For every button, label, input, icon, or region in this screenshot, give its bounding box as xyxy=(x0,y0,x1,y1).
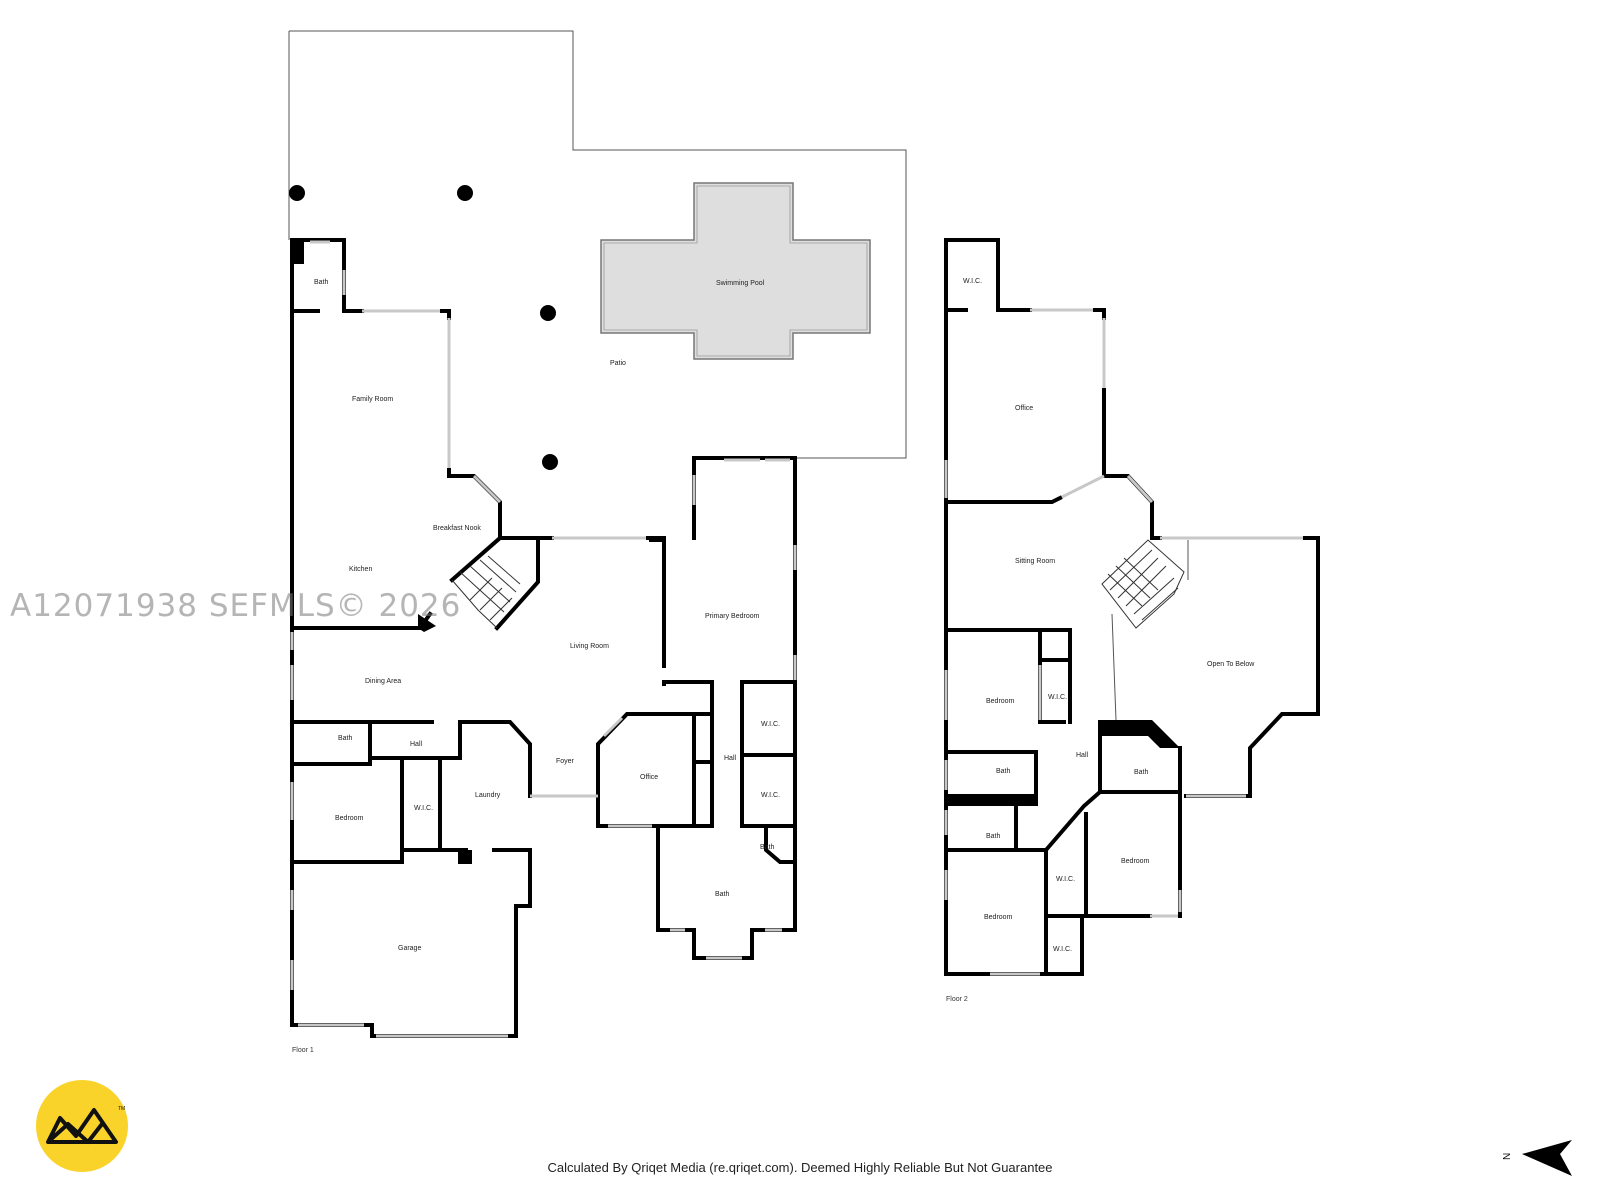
label-wic-left-2: W.I.C. xyxy=(1048,694,1067,701)
label-wic-upper: W.I.C. xyxy=(761,721,780,728)
label-hall-left: Hall xyxy=(410,741,423,748)
label-wic-bottom: W.I.C. xyxy=(1053,946,1072,953)
column-2 xyxy=(457,185,473,201)
label-bath-patio: Bath xyxy=(314,279,329,286)
label-dining-area: Dining Area xyxy=(365,678,401,685)
label-bath-lower: Bath xyxy=(986,833,1001,840)
swimming-pool xyxy=(600,182,871,360)
label-bath-right: Bath xyxy=(1134,769,1149,776)
label-wic-mid: W.I.C. xyxy=(1056,876,1075,883)
label-garage: Garage xyxy=(398,945,421,952)
label-primary-bedroom: Primary Bedroom xyxy=(705,613,760,620)
label-wic-lower: W.I.C. xyxy=(761,792,780,799)
label-kitchen: Kitchen xyxy=(349,566,372,573)
label-laundry: Laundry xyxy=(475,792,501,799)
label-foyer: Foyer xyxy=(556,758,575,765)
label-living-room: Living Room xyxy=(570,643,609,650)
label-wic-top: W.I.C. xyxy=(963,278,982,285)
label-office: Office xyxy=(640,774,658,781)
label-bath-hall: Bath xyxy=(338,735,353,742)
column-3 xyxy=(540,305,556,321)
north-arrow-icon: N xyxy=(1502,1140,1572,1176)
label-hall-right: Hall xyxy=(724,755,737,762)
label-wic-left: W.I.C. xyxy=(414,805,433,812)
label-bedroom-left: Bedroom xyxy=(986,698,1015,705)
label-bath-upper: Bath xyxy=(996,768,1011,775)
footer-credit: Calculated By Qriqet Media (re.qriqet.co… xyxy=(547,1160,1053,1175)
label-bath-small: Bath xyxy=(760,844,775,851)
label-swimming-pool: Swimming Pool xyxy=(716,280,765,287)
label-breakfast-nook: Breakfast Nook xyxy=(433,525,481,532)
label-open-to-below: Open To Below xyxy=(1207,661,1255,668)
label-bath-primary: Bath xyxy=(715,891,730,898)
floor-1: Patio Swimming Pool Bath Family Room Bre… xyxy=(288,30,907,1054)
label-office-2: Office xyxy=(1015,405,1033,412)
column-4 xyxy=(542,454,558,470)
label-hall-2: Hall xyxy=(1076,752,1089,759)
label-bedroom-bottom: Bedroom xyxy=(984,914,1013,921)
label-bedroom: Bedroom xyxy=(335,815,364,822)
logo-tm: TM xyxy=(118,1106,125,1112)
label-sitting-room: Sitting Room xyxy=(1015,558,1055,565)
floor-1-label: Floor 1 xyxy=(292,1047,314,1054)
mls-watermark: A12071938 SEFMLS© 2026 xyxy=(10,588,462,624)
floor-2: W.I.C. Office Sitting Room Open To Below… xyxy=(944,238,1320,1003)
column-1 xyxy=(289,185,305,201)
label-family-room: Family Room xyxy=(352,396,393,403)
compass-label: N xyxy=(1502,1153,1513,1160)
label-patio: Patio xyxy=(610,360,626,367)
floor-2-label: Floor 2 xyxy=(946,996,968,1003)
label-bedroom-right: Bedroom xyxy=(1121,858,1150,865)
qriqet-logo-icon: TM xyxy=(36,1080,128,1172)
patio-outline xyxy=(289,30,907,459)
